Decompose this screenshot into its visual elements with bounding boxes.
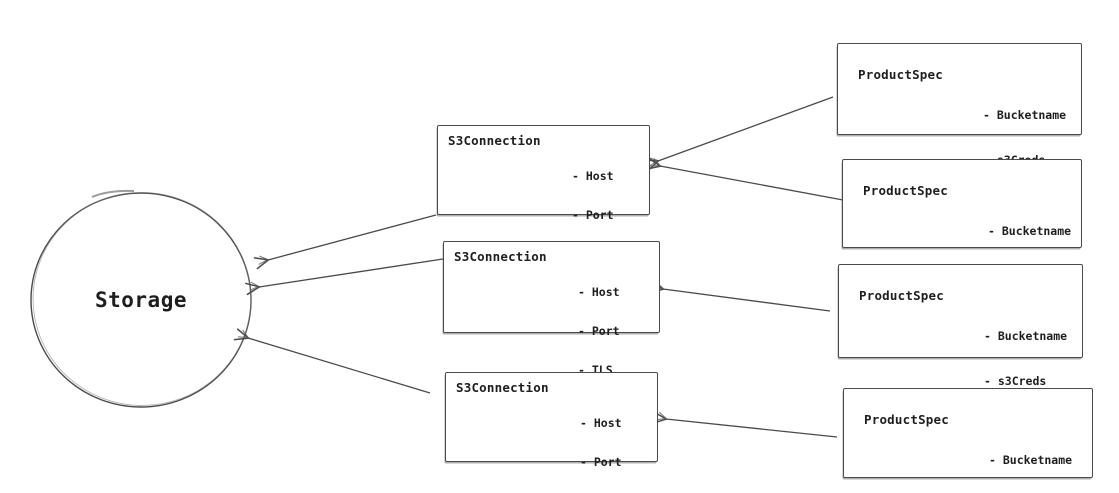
node-attributes: - Bucketname - s3Creds	[984, 299, 1067, 419]
node-attribute: - s3Creds	[984, 374, 1047, 388]
productspec-node-3: ProductSpec - Bucketname - s3Creds	[838, 264, 1083, 388]
node-title: S3Connection	[456, 380, 549, 395]
productspec-node-4: ProductSpec - Bucketname - s3Creds	[843, 388, 1093, 478]
node-attribute: - Port	[572, 208, 614, 222]
arrow-productspec1-to-s3connection1	[643, 96, 834, 172]
productspec-node-2: ProductSpec - Bucketname - s3Creds	[842, 159, 1082, 283]
node-title: S3Connection	[448, 133, 541, 148]
node-attribute: - Host	[580, 416, 622, 430]
node-title: S3Connection	[454, 249, 547, 264]
s3connection-node-3: S3Connection - Host - Port - TLS	[445, 372, 658, 469]
arrow-s3connection3-to-storage	[233, 328, 431, 394]
node-title: ProductSpec	[858, 67, 943, 82]
node-attributes: - Bucketname - s3Creds	[989, 423, 1072, 493]
node-attribute: - Bucketname	[984, 329, 1068, 343]
circle-pen-overlap	[91, 189, 135, 198]
node-attribute: - Host	[578, 285, 620, 299]
node-attributes: - Host - Port - TLS	[580, 391, 622, 493]
node-title: ProductSpec	[859, 288, 944, 303]
node-title: ProductSpec	[864, 412, 949, 427]
arrow-productspec2-to-s3connection1	[645, 157, 844, 201]
node-attribute: - Host	[572, 169, 614, 183]
s3connection-node-2: S3Connection - Host - Port - TLS	[443, 241, 660, 377]
arrow-s3connection2-to-storage	[245, 258, 444, 296]
arrow-productspec3-to-s3connection2	[649, 281, 831, 312]
productspec-node-1: ProductSpec - Bucketname - s3Creds	[837, 43, 1082, 167]
node-attribute: - Port	[580, 455, 622, 469]
node-attribute: - Bucketname	[989, 453, 1073, 467]
node-attributes: - Host - Port - TLS	[578, 260, 620, 403]
node-attribute: - Bucketname	[983, 108, 1067, 122]
node-attribute: - Port	[578, 324, 620, 338]
node-attribute: - Bucketname	[988, 224, 1072, 238]
node-title: ProductSpec	[863, 183, 948, 198]
arrow-s3connection1-to-storage	[253, 214, 437, 270]
arrow-productspec4-to-s3connection3	[652, 411, 838, 438]
storage-node-label: Storage	[94, 288, 187, 312]
s3connection-node-1: S3Connection - Host - Port - TLS	[437, 125, 650, 261]
